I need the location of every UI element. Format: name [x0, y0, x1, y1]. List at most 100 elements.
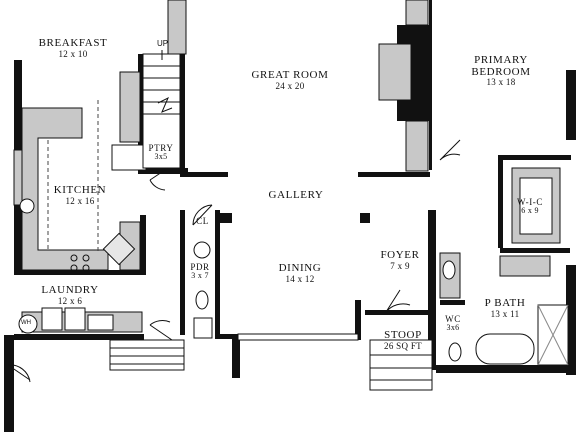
water-heater-label: WH: [21, 320, 31, 326]
stair-break: [157, 96, 173, 113]
wall-stair-east: [180, 54, 185, 174]
stair-treads: [143, 65, 180, 115]
room-label-great-room: GREAT ROOM 24 x 20: [240, 69, 340, 91]
wall-bedroom-west: [429, 0, 432, 170]
sink-island: [102, 232, 136, 266]
stair: [142, 53, 181, 169]
room-dims: 26 SQ FT: [384, 340, 422, 351]
wall-powder-east: [215, 210, 220, 335]
bedroom-door: [439, 139, 461, 161]
fireplace-hearth: [378, 43, 412, 101]
wall-pier: [218, 213, 232, 223]
wall-kitchen-laundry: [14, 270, 144, 275]
room-dims: 12 x 16: [65, 195, 95, 206]
walls: [4, 0, 576, 432]
room-dims: 12 x 6: [57, 295, 83, 306]
wall-wic-west: [498, 158, 503, 248]
wall-powder-west: [180, 210, 185, 335]
room-label-dining: DINING 14 x 12: [260, 262, 340, 284]
powder-cabinet: [193, 317, 213, 339]
room-name: GALLERY: [268, 189, 324, 201]
room-name: STOOP: [384, 329, 422, 341]
wall-fireplace-below: [405, 120, 429, 172]
garage-door: [7, 364, 31, 383]
wall-left-mid: [14, 205, 22, 270]
room-name: KITCHEN: [53, 184, 107, 196]
wall-foyer-east: [428, 210, 436, 370]
room-dims: 6 x 9: [521, 206, 539, 216]
room-dims: 24 x 20: [275, 80, 305, 91]
washer: [41, 307, 63, 331]
room-dims: 13 x 11: [490, 308, 520, 319]
room-dims: 3x6: [446, 323, 460, 333]
room-label-powder: PDR 3 x 7: [184, 262, 216, 281]
room-label-stoop: STOOP 26 SQ FT: [372, 329, 434, 351]
wall-left-upper: [14, 60, 22, 160]
room-label-breakfast: BREAKFAST 12 x 10: [28, 37, 118, 59]
fridge: [111, 144, 147, 171]
burner: [82, 254, 90, 262]
kitchen-window: [13, 149, 23, 206]
bathtub: [475, 333, 535, 365]
front-door: [385, 289, 411, 313]
wall-foyer-post: [355, 300, 361, 340]
wall-gallery-top-left: [180, 172, 228, 177]
stoop-treads: [370, 354, 432, 381]
wall-top-right: [405, 0, 429, 26]
room-label-primary-bath: P BATH 13 x 11: [470, 297, 540, 319]
room-name: DINING: [278, 262, 322, 274]
wall-bedroom-east: [566, 70, 576, 140]
closet-door: [192, 204, 213, 226]
room-dims: 14 x 12: [285, 273, 315, 284]
room-dims: 13 x 18: [486, 77, 516, 88]
room-name: PDR: [190, 262, 210, 272]
room-label-kitchen: KITCHEN 12 x 16: [45, 184, 115, 206]
room-dims: 3x5: [154, 152, 168, 162]
wall-wic-top: [498, 155, 571, 160]
powder-toilet: [195, 290, 209, 310]
shower-tile: [537, 304, 569, 366]
room-label-wic: W-I-C 6 x 9: [508, 197, 552, 216]
wall-laundry-bottom: [14, 334, 144, 340]
room-name: W-I-C: [517, 197, 543, 207]
burner: [70, 254, 78, 262]
room-label-closet: CL: [190, 216, 215, 226]
stair-wall-shade: [119, 71, 141, 143]
room-label-laundry: LAUNDRY 12 x 6: [30, 284, 110, 306]
laundry-sink: [87, 314, 114, 331]
room-dims: 7 x 9: [390, 260, 410, 271]
dining-window: [237, 333, 359, 341]
room-label-primary-bedroom: PRIMARY BEDROOM 13 x 18: [466, 54, 536, 88]
room-name: CL: [196, 216, 209, 226]
room-name: WC: [445, 314, 461, 324]
vanity-sink: [442, 260, 456, 280]
room-name: PRIMARY BEDROOM: [471, 54, 531, 78]
room-label-foyer: FOYER 7 x 9: [372, 249, 428, 271]
dryer: [64, 307, 86, 331]
burner: [82, 264, 90, 272]
stair-up-label: UP: [157, 39, 169, 48]
wall-stoop-top: [365, 310, 433, 315]
room-dims: 12 x 10: [58, 48, 88, 59]
column: [360, 213, 370, 223]
wall-kitchen-east: [140, 215, 146, 275]
range-hood-icon: [19, 198, 35, 214]
rear-steps: [109, 339, 185, 371]
room-name: LAUNDRY: [41, 284, 99, 296]
wc-toilet: [448, 342, 462, 362]
room-name: P BATH: [484, 297, 526, 309]
wall-dining-post: [232, 338, 240, 378]
wall-bath-east: [566, 265, 576, 375]
water-heater: [18, 314, 38, 334]
wall-wc: [440, 300, 465, 305]
room-dims: 3 x 7: [191, 271, 209, 281]
wall-left-lower: [4, 335, 14, 432]
pantry-door: [149, 169, 166, 191]
wall-wic-bottom: [500, 248, 570, 253]
powder-sink: [193, 241, 211, 259]
room-name: PTRY: [148, 143, 174, 153]
room-name: FOYER: [380, 249, 420, 261]
kitchen-counter: [21, 107, 109, 271]
